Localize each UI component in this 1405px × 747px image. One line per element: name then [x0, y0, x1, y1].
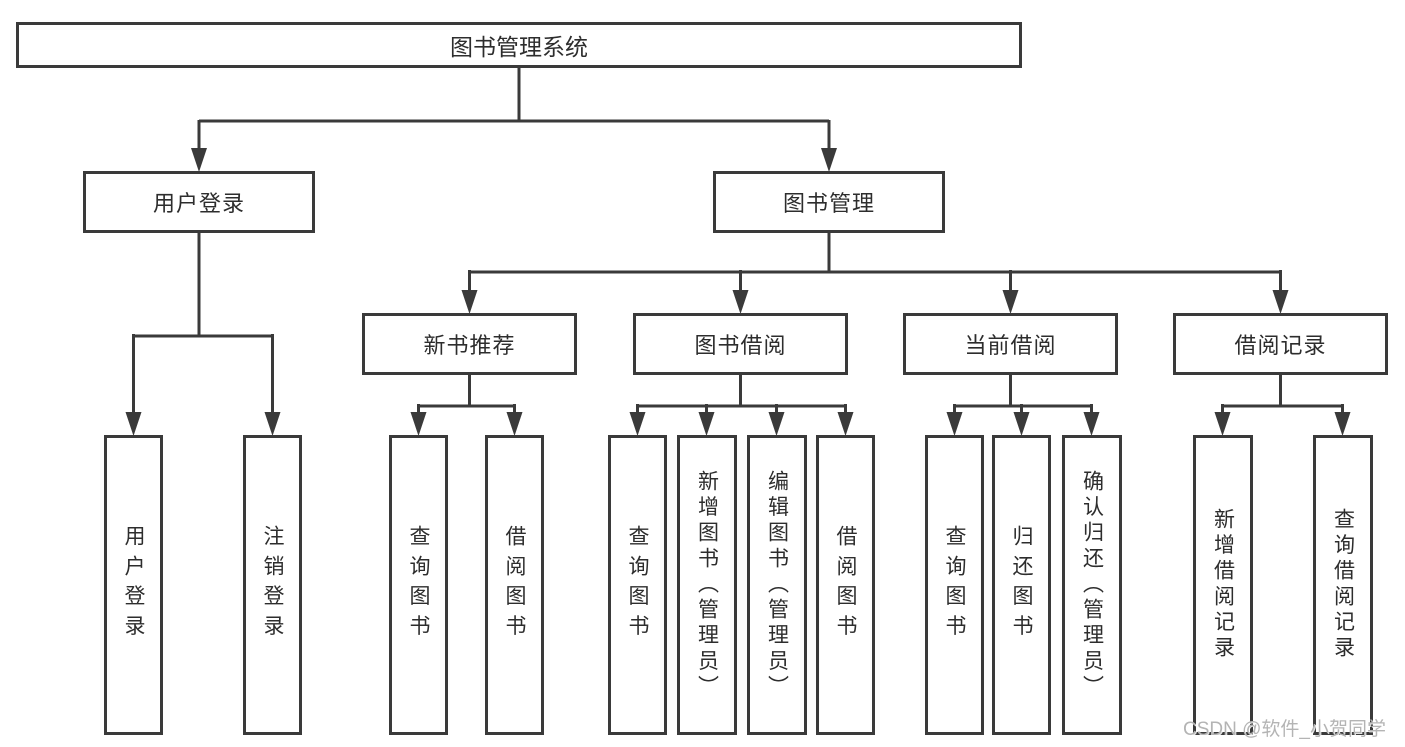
- leaf-return-book-label: 归还图书: [1010, 525, 1033, 645]
- leaf-user-login: 用户登录: [104, 435, 163, 735]
- node-borrow-records-label: 借阅记录: [1234, 333, 1327, 358]
- leaf-add-borrow-record-label: 新增借阅记录: [1211, 508, 1235, 662]
- leaf-query-books-recommend: 查询图书: [389, 435, 448, 735]
- leaf-borrow-books-borrow-label: 借阅图书: [834, 525, 857, 645]
- node-current-borrow: 当前借阅: [903, 313, 1118, 375]
- watermark: CSDN @软件_小贺同学: [1183, 719, 1386, 740]
- node-user-login: 用户登录: [83, 171, 315, 233]
- leaf-add-borrow-record: 新增借阅记录: [1193, 435, 1253, 735]
- leaf-borrow-books-borrow: 借阅图书: [816, 435, 875, 735]
- leaf-add-book-admin: 新增图书（管理员）: [677, 435, 737, 735]
- node-book-borrow-label: 图书借阅: [694, 333, 787, 358]
- leaf-confirm-return-admin-label: 确认归还（管理员）: [1080, 469, 1104, 701]
- leaf-query-books-recommend-label: 查询图书: [407, 525, 430, 645]
- node-user-login-label: 用户登录: [152, 191, 245, 216]
- node-new-book-recommend: 新书推荐: [362, 313, 577, 375]
- leaf-borrow-books-recommend-label: 借阅图书: [503, 525, 526, 645]
- leaf-add-book-admin-label: 新增图书（管理员）: [695, 469, 719, 701]
- node-book-management: 图书管理: [713, 171, 945, 233]
- leaf-query-borrow-record: 查询借阅记录: [1313, 435, 1373, 735]
- node-new-book-recommend-label: 新书推荐: [423, 333, 516, 358]
- leaf-logout-label: 注销登录: [261, 525, 284, 645]
- leaf-confirm-return-admin: 确认归还（管理员）: [1062, 435, 1122, 735]
- leaf-borrow-books-recommend: 借阅图书: [485, 435, 544, 735]
- leaf-logout: 注销登录: [243, 435, 302, 735]
- arrowheads: [125, 148, 1351, 436]
- leaf-query-books-current-label: 查询图书: [943, 525, 966, 645]
- node-book-borrow: 图书借阅: [633, 313, 848, 375]
- node-current-borrow-label: 当前借阅: [964, 333, 1057, 358]
- node-library-system-label: 图书管理系统: [450, 34, 588, 60]
- leaf-query-books-borrow-label: 查询图书: [626, 525, 649, 645]
- node-borrow-records: 借阅记录: [1173, 313, 1388, 375]
- leaf-query-borrow-record-label: 查询借阅记录: [1331, 508, 1355, 662]
- leaf-return-book: 归还图书: [992, 435, 1051, 735]
- leaf-edit-book-admin-label: 编辑图书（管理员）: [765, 469, 789, 701]
- leaf-query-books-current: 查询图书: [925, 435, 984, 735]
- leaf-query-books-borrow: 查询图书: [608, 435, 667, 735]
- leaf-edit-book-admin: 编辑图书（管理员）: [747, 435, 807, 735]
- node-library-system: 图书管理系统: [16, 22, 1022, 68]
- node-book-management-label: 图书管理: [782, 191, 875, 216]
- leaf-user-login-label: 用户登录: [122, 525, 145, 645]
